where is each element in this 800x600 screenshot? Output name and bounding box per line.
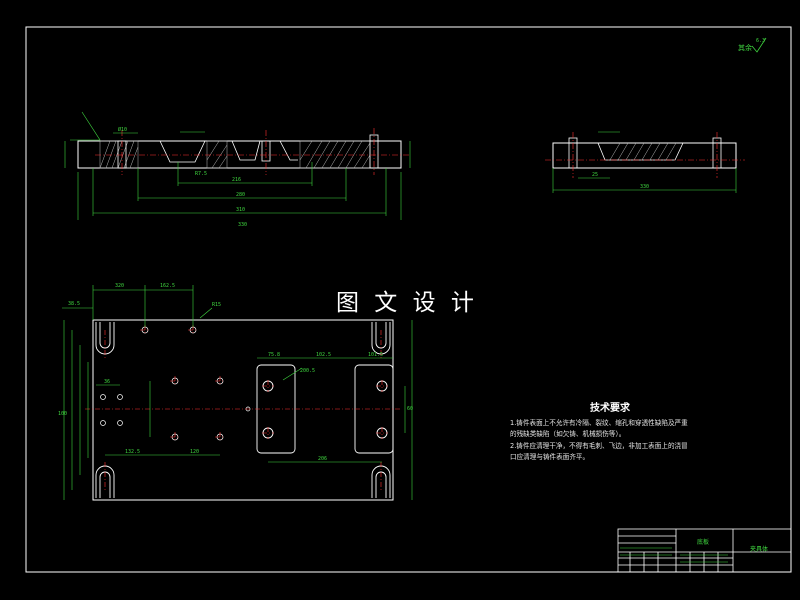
- tech-req-title: 技术要求: [590, 401, 631, 414]
- plan-dim-d9: 132.5: [125, 449, 140, 455]
- tech-requirements: 技术要求 1.铸件表面上不允许有冷隔、裂纹、缩孔和穿透性缺陷及严重 的残缺类缺陷…: [510, 401, 688, 461]
- tech-req-line-4: 口应清理与铸件表面齐平。: [510, 452, 589, 461]
- roughness-symbol-icon: [751, 37, 767, 53]
- plan-dim-d13: 60: [407, 406, 413, 412]
- title-drawing-label: 夹具体: [750, 545, 768, 553]
- section-view-side: 330 25: [545, 131, 745, 193]
- dim-side-330: 330: [640, 184, 649, 190]
- plan-dim-d1: 320: [115, 283, 124, 289]
- plan-dim-d8: 36: [104, 379, 110, 385]
- dim-top-d10: Ø10: [118, 126, 127, 133]
- dim-side-25: 25: [592, 172, 598, 178]
- plan-centerlines: [85, 325, 400, 492]
- roughness-value: 6.3: [756, 38, 765, 44]
- plan-dim-d6: 102.5: [316, 352, 331, 358]
- dim-top-r75: R7.5: [195, 171, 207, 177]
- tech-req-line-2: 的残缺类缺陷（如欠铸、机械损伤等）。: [510, 429, 625, 438]
- plan-dim-d3: 38.5: [68, 301, 80, 307]
- dim-top-330: 330: [238, 222, 247, 228]
- plan-dim-d10: 120: [190, 449, 199, 455]
- centerlines: [95, 128, 410, 175]
- section-view-main: 216 280 310 330 R7.5 Ø10: [64, 111, 411, 228]
- plan-dim-d4: R15: [212, 302, 221, 308]
- plan-view: 320 162.5 38.5 R15 75.8 102.5 101.5 36 1…: [58, 283, 413, 501]
- plan-dim-d2: 162.5: [160, 283, 175, 289]
- dimension-lines: [64, 111, 411, 220]
- roughness-label: 其余: [738, 43, 752, 52]
- side-hatch-area: [609, 142, 677, 161]
- dim-top-310: 310: [236, 207, 245, 213]
- tech-req-line-3: 2.铸件应清理干净，不得有毛刺、飞边，非加工表面上的浇冒: [510, 441, 688, 450]
- dim-top-280: 280: [236, 192, 245, 198]
- plan-dim-d14: 100: [58, 411, 67, 417]
- dim-top-216: 216: [232, 177, 241, 183]
- plan-dim-d11: 206: [318, 456, 327, 462]
- plan-dim-d7: 101.5: [368, 352, 383, 358]
- tech-req-line-1: 1.铸件表面上不允许有冷隔、裂纹、缩孔和穿透性缺陷及严重: [510, 418, 688, 427]
- u-slots: [95, 322, 391, 498]
- title-block: [617, 528, 792, 573]
- plan-dimension-lines: [62, 285, 413, 500]
- plan-dim-d12: 200.5: [300, 368, 315, 374]
- drawing-frame: [25, 26, 792, 573]
- title-part-name: 底板: [697, 538, 709, 546]
- roughness-note: 其余 6.3: [738, 37, 767, 53]
- plan-dim-d5: 75.8: [268, 352, 280, 358]
- watermark-text: 图 文 设 计: [336, 290, 478, 316]
- hatch-area: [99, 140, 371, 169]
